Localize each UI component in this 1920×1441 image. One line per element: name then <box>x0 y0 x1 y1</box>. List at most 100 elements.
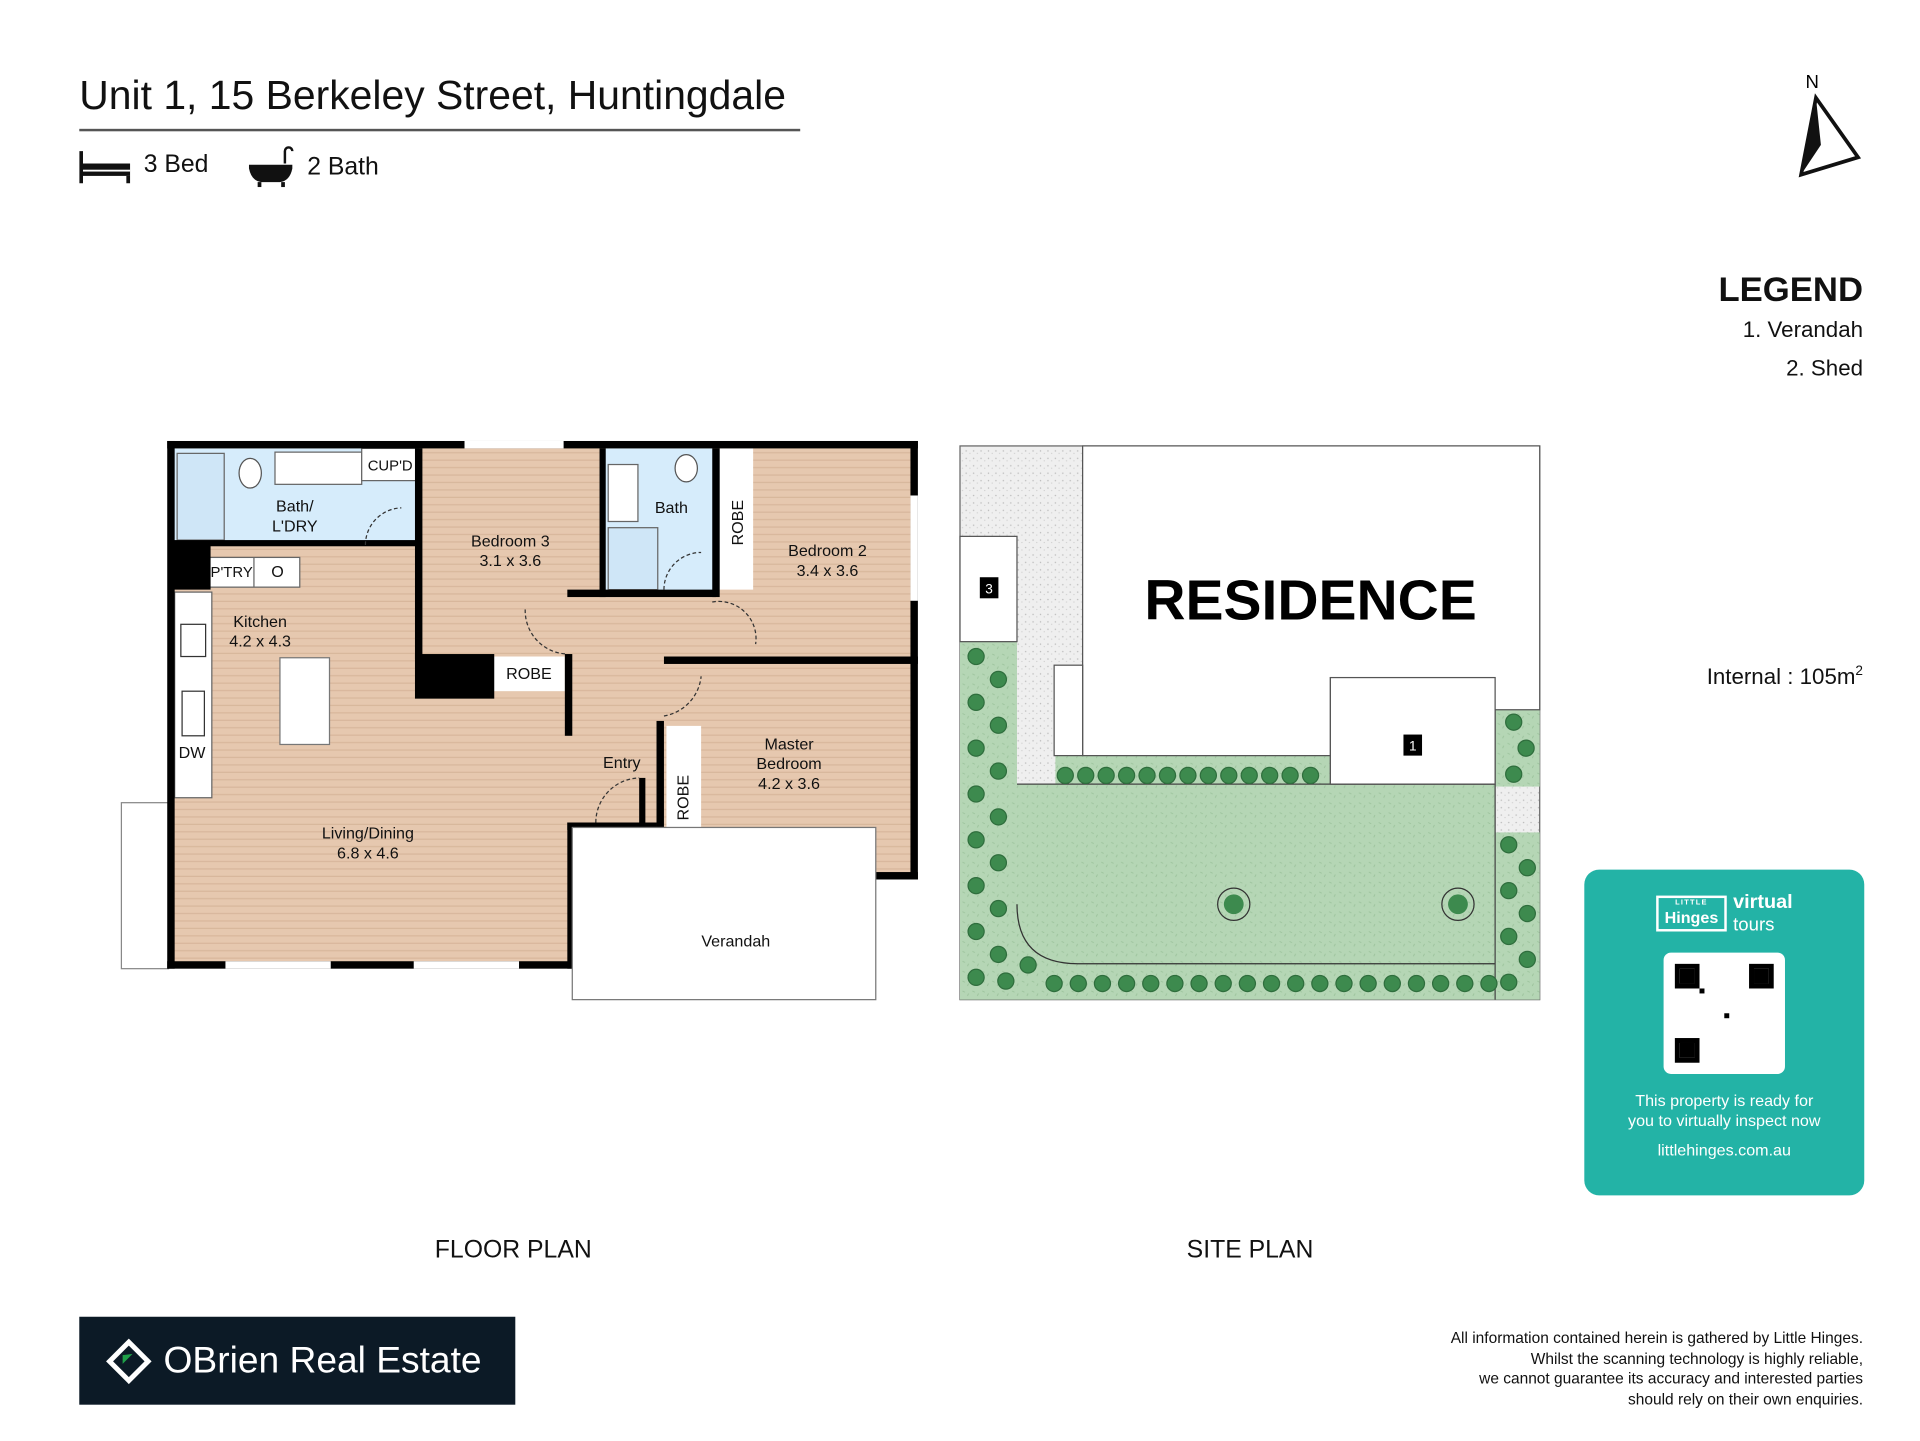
shrub-icon <box>1117 974 1136 993</box>
shrub-icon <box>1142 974 1160 993</box>
kitchen-island <box>279 657 331 746</box>
shrub-icon <box>989 808 1008 826</box>
shrub-icon <box>967 831 985 849</box>
agency-logo: OBrien Real Estate <box>79 1316 516 1405</box>
qr-finder <box>1679 968 1695 984</box>
virtual-label: virtual <box>1733 891 1793 913</box>
tour-url[interactable]: littlehinges.com.au <box>1657 1140 1791 1160</box>
tree-outline <box>1441 887 1475 921</box>
shrub-icon <box>1301 766 1320 785</box>
bath-count: 2 Bath <box>248 146 379 188</box>
toilet-icon <box>238 457 262 489</box>
shrub-icon <box>967 968 985 987</box>
disclaimer-line: we cannot guarantee its accuracy and int… <box>1479 1370 1864 1388</box>
path-edge <box>1016 904 1496 965</box>
side-porch <box>120 802 170 970</box>
tour-text-line: This property is ready for <box>1635 1091 1814 1110</box>
qr-module <box>1724 1013 1730 1019</box>
shrub-icon <box>997 972 1015 990</box>
shrub-icon <box>967 877 985 895</box>
room-label-pantry: P'TRY <box>211 565 253 581</box>
shrub-icon <box>1158 766 1177 785</box>
residence-label: RESIDENCE <box>1144 568 1476 632</box>
shrub-icon <box>1138 766 1156 785</box>
internal-area: Internal : 105m2 <box>1707 664 1863 690</box>
shrub-icon <box>1261 766 1279 785</box>
room-label-bath-laundry: Bath/ <box>276 498 314 516</box>
qr-finder <box>1679 1042 1695 1058</box>
shrub-icon <box>1069 974 1087 993</box>
shrub-icon <box>1500 927 1518 946</box>
qr-module <box>1699 988 1705 994</box>
shrub-icon <box>1407 974 1426 993</box>
toilet-icon <box>674 453 699 483</box>
tree-icon <box>1223 894 1244 915</box>
shrub-icon <box>1281 766 1299 785</box>
marker-1 <box>1403 734 1423 756</box>
bed-count: 3 Bed <box>79 146 209 184</box>
bed-count-label: 3 Bed <box>143 150 209 178</box>
room-label-bath: Bath <box>655 499 688 517</box>
bath-count-label: 2 Bath <box>307 152 379 181</box>
shrub-icon <box>967 922 985 941</box>
shrub-icon <box>1214 974 1232 993</box>
internal-area-value: Internal : 105m <box>1706 663 1856 689</box>
tour-text-line: you to virtually inspect now <box>1628 1111 1821 1130</box>
shrub-icon <box>1179 766 1197 785</box>
shrub-icon <box>1093 974 1112 993</box>
shrub-icon <box>1240 766 1258 785</box>
site-plan: RESIDENCE 1 3 <box>959 445 1541 1001</box>
shrub-icon <box>1220 766 1238 785</box>
pantry-o: O <box>271 563 284 581</box>
virtual-tour-card[interactable]: LITTLE Hinges virtual tours This propert… <box>1584 869 1865 1196</box>
shrub-icon <box>1199 766 1218 785</box>
virtual-tours-text: virtual tours <box>1733 892 1792 935</box>
shrub-icon <box>1166 974 1184 993</box>
shrub-icon <box>967 693 985 712</box>
qr-finder <box>1749 963 1774 989</box>
site-plan-caption: SITE PLAN <box>1186 1236 1314 1264</box>
shrub-icon <box>1518 859 1537 877</box>
shrub-icon <box>989 670 1008 689</box>
floor-plan: Bath/ L'DRY CUP'D P'TRY O Bedroom 3 3.1 … <box>120 440 918 1001</box>
area-unit-sup: 2 <box>1855 663 1864 679</box>
qr-code-icon <box>1674 963 1774 1063</box>
tours-label: tours <box>1733 914 1775 936</box>
room-label-master: Master <box>764 735 814 753</box>
shrub-icon <box>967 647 985 666</box>
qr-code[interactable] <box>1663 952 1785 1074</box>
robe <box>718 448 754 590</box>
shrub-icon <box>1262 974 1281 993</box>
porch-site <box>1053 664 1084 757</box>
shrub-icon <box>1518 950 1537 969</box>
vanity <box>607 463 639 523</box>
brand-small: LITTLE <box>1675 899 1708 907</box>
bed-icon <box>79 151 131 184</box>
north-compass: N <box>1794 72 1868 186</box>
room-dims-living: 6.8 x 4.6 <box>337 844 399 862</box>
shrub-icon <box>1287 974 1305 993</box>
shrub-icon <box>989 945 1008 964</box>
marker-1-label: 1 <box>1409 739 1417 754</box>
qr-finder <box>1674 1038 1700 1063</box>
shrub-icon <box>1480 974 1498 993</box>
disclaimer-line: All information contained herein is gath… <box>1450 1329 1864 1347</box>
tree-icon <box>1448 894 1468 915</box>
shrub-icon <box>1500 973 1518 991</box>
shrub-icon <box>1097 766 1115 785</box>
room-dims-kitchen: 4.2 x 4.3 <box>229 633 291 651</box>
room-label-robe: ROBE <box>675 775 693 821</box>
sink-icon <box>181 690 206 737</box>
shrub-icon <box>1505 765 1523 783</box>
room-label-bedroom2: Bedroom 2 <box>788 542 867 560</box>
qr-finder <box>1754 968 1769 984</box>
cooktop-icon <box>180 623 207 658</box>
legend-item: 1. Verandah <box>1742 317 1864 342</box>
little-hinges-logo: LITTLE Hinges virtual tours <box>1584 892 1864 935</box>
shrub-icon <box>967 739 985 757</box>
title-divider <box>79 128 801 132</box>
shrub-icon <box>1500 836 1518 854</box>
shrub-icon <box>989 854 1008 872</box>
shrub-icon <box>1505 713 1523 731</box>
shrub-icon <box>1517 739 1535 757</box>
